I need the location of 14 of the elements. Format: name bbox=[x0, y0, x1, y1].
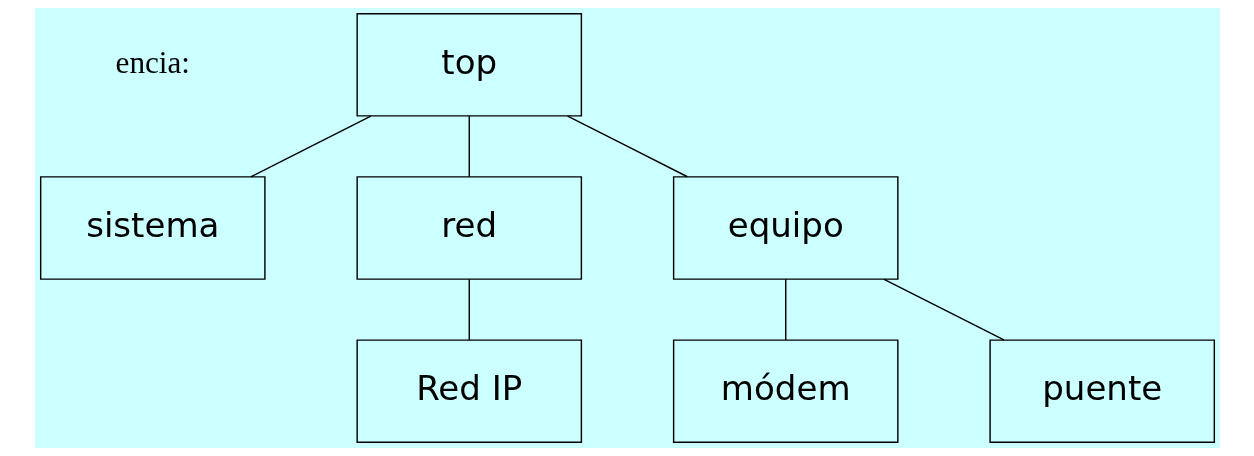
connector bbox=[468, 278, 470, 341]
connector bbox=[468, 115, 470, 178]
label: encia: bbox=[115, 44, 190, 80]
node-box: puente bbox=[988, 339, 1215, 443]
connector bbox=[784, 278, 786, 341]
node-box: equipo bbox=[672, 176, 899, 280]
node-box: módem bbox=[672, 339, 899, 443]
node-box: sistema bbox=[39, 176, 266, 280]
node-box: Red IP bbox=[355, 339, 582, 443]
node-box: top bbox=[355, 13, 582, 117]
connector bbox=[566, 115, 688, 178]
node-box: red bbox=[355, 176, 582, 280]
connector bbox=[249, 115, 372, 178]
connector bbox=[882, 278, 1005, 341]
